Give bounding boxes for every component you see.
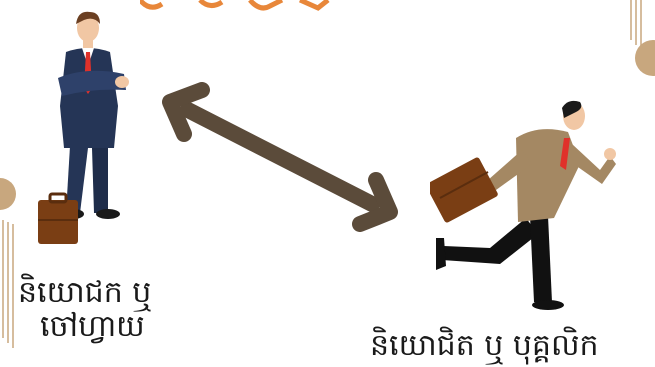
- employer-label-line1: និយោជក ឬ: [18, 276, 151, 310]
- briefcase-icon: [38, 194, 78, 244]
- briefcase-icon: [430, 156, 499, 223]
- running-businessman-icon: [430, 98, 630, 318]
- employer-label-line2: ចៅហ្វាយ: [40, 310, 145, 344]
- decor-left: [0, 178, 24, 348]
- employee-label: និយោជិត ឬ បុគ្គលិក: [370, 329, 599, 363]
- cropped-heading-fragment: [140, 0, 330, 14]
- businessman-arms-crossed-icon: [36, 8, 146, 253]
- decor-top-right: [615, 0, 655, 80]
- double-headed-arrow-icon: [150, 82, 410, 232]
